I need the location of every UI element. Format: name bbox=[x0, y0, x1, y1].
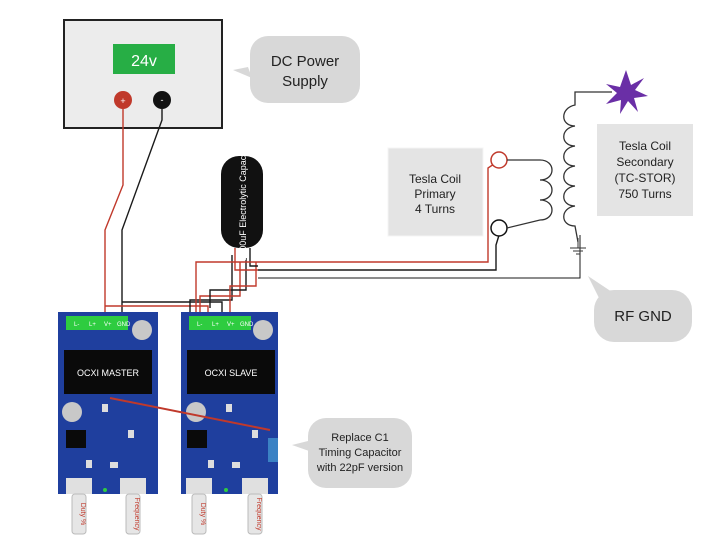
slave-term-2: L+ bbox=[212, 322, 219, 328]
slave-term-3: V+ bbox=[227, 322, 235, 328]
negative-terminal bbox=[153, 91, 171, 109]
replace-line1: Replace C1 bbox=[331, 432, 388, 444]
secondary-line1: Tesla Coil bbox=[619, 139, 671, 153]
master-term-4: GND bbox=[117, 322, 131, 328]
primary-line2: Primary bbox=[414, 187, 455, 201]
wiring bbox=[104, 109, 581, 320]
primary-coil bbox=[490, 151, 553, 237]
secondary-line3: (TC-STOR) bbox=[614, 171, 675, 185]
secondary-coil bbox=[563, 91, 612, 255]
replace-line2: Timing Capacitor bbox=[319, 447, 402, 459]
callout-secondary: Tesla Coil Secondary (TC-STOR) 750 Turns bbox=[597, 124, 693, 216]
master-frequency-label: Frequency bbox=[133, 497, 140, 531]
callout-replace-c1: Replace C1 Timing Capacitor with 22pF ve… bbox=[292, 418, 412, 488]
slave-duty-label: Duty % bbox=[199, 503, 206, 526]
dc-power-line2: Supply bbox=[282, 73, 328, 90]
master-term-1: L- bbox=[74, 322, 79, 328]
board-master: L- L+ V+ GND OCXI MASTER bbox=[58, 312, 158, 494]
sync-wire bbox=[109, 397, 271, 431]
master-name: OCXI MASTER bbox=[77, 368, 140, 378]
master-duty-knob[interactable]: Duty % bbox=[71, 493, 87, 535]
positive-terminal bbox=[114, 91, 132, 109]
slave-duty-knob[interactable]: Duty % bbox=[191, 493, 207, 535]
master-term-2: L+ bbox=[89, 322, 96, 328]
secondary-line4: 750 Turns bbox=[618, 187, 671, 201]
slave-term-1: L- bbox=[197, 322, 202, 328]
master-term-3: V+ bbox=[104, 322, 112, 328]
electrolytic-capacitor: 1000uF Electrolytic Capacitor bbox=[221, 143, 263, 261]
slave-frequency-knob[interactable]: Frequency bbox=[247, 493, 263, 535]
callout-dc-power: DC Power Supply bbox=[233, 36, 360, 103]
spark-icon bbox=[606, 70, 648, 114]
voltage-text: 24v bbox=[131, 53, 157, 70]
primary-line1: Tesla Coil bbox=[409, 172, 461, 186]
master-duty-label: Duty % bbox=[79, 503, 86, 526]
dc-power-line1: DC Power bbox=[271, 53, 339, 70]
replace-line3: with 22pF version bbox=[316, 462, 403, 474]
rf-gnd-text: RF GND bbox=[614, 308, 672, 325]
board-slave: L- L+ V+ GND OCXI SLAVE bbox=[181, 312, 278, 494]
dc-power-supply: 24v + - bbox=[63, 19, 223, 129]
callout-primary: Tesla Coil Primary 4 Turns bbox=[387, 147, 484, 237]
capacitor-label: 1000uF Electrolytic Capacitor bbox=[238, 143, 248, 261]
plus-sign: + bbox=[120, 96, 125, 106]
slave-term-4: GND bbox=[240, 322, 254, 328]
minus-sign: - bbox=[161, 95, 164, 105]
primary-line3: 4 Turns bbox=[415, 202, 455, 216]
secondary-line2: Secondary bbox=[616, 155, 673, 169]
voltage-display bbox=[113, 44, 175, 74]
slave-frequency-label: Frequency bbox=[255, 497, 262, 531]
callout-rf-gnd: RF GND bbox=[588, 276, 692, 342]
c1-capacitor bbox=[268, 438, 278, 462]
master-frequency-knob[interactable]: Frequency bbox=[125, 493, 141, 535]
slave-name: OCXI SLAVE bbox=[205, 368, 258, 378]
